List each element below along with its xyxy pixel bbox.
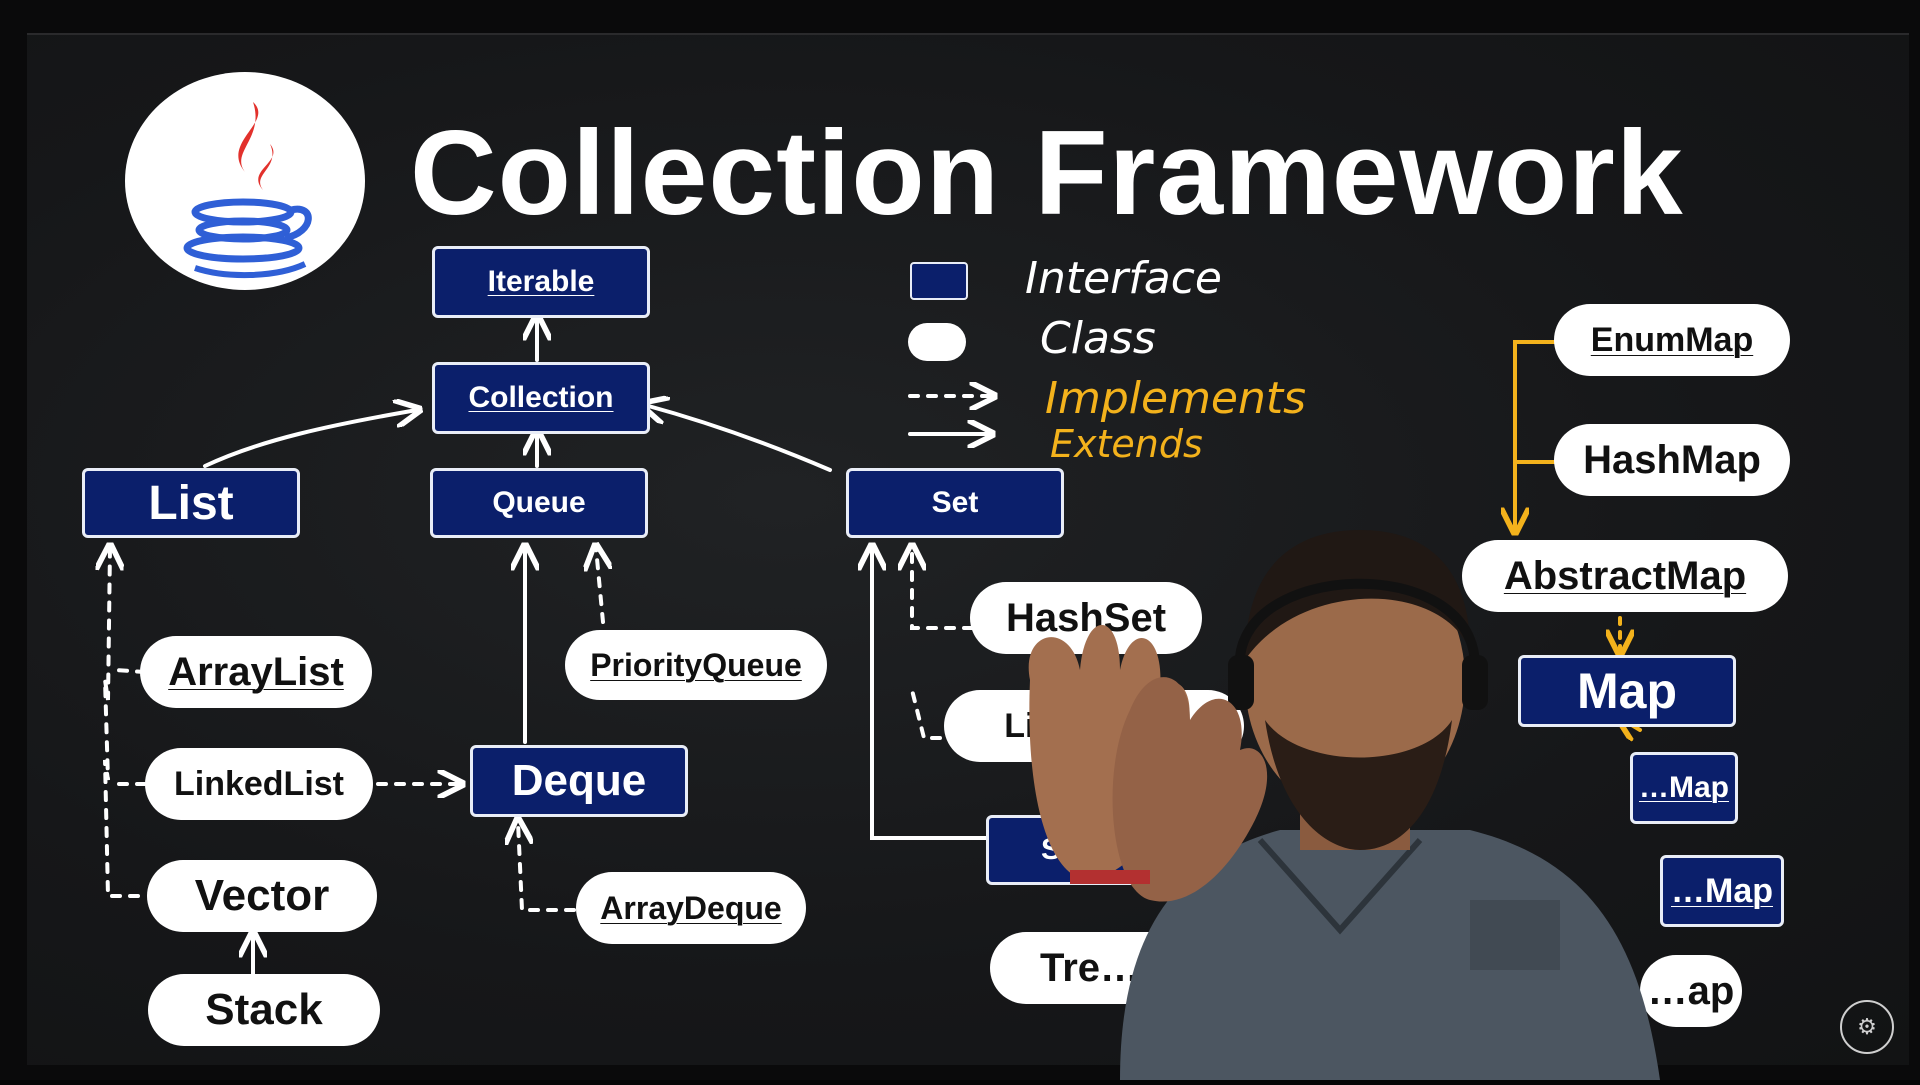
node-arraylist: ArrayList	[140, 636, 372, 708]
node-map: Map	[1518, 655, 1736, 727]
presenter-video-overlay	[1000, 470, 1720, 1080]
node-hashmap: HashMap	[1554, 424, 1790, 496]
edge-enummap-abstractmap	[1515, 340, 1557, 530]
node-list: List	[82, 468, 300, 538]
node-linkedlist: LinkedList	[145, 748, 373, 820]
legend-class-label: Class	[1040, 313, 1156, 364]
legend-extends-label: Extends	[1050, 422, 1203, 466]
node-stack: Stack	[148, 974, 380, 1046]
edge-hashset-set	[912, 548, 974, 630]
edge-set-collection	[645, 405, 832, 472]
node-map-child-3: …ap	[1640, 955, 1742, 1027]
node-priorityqueue: PriorityQueue	[565, 630, 827, 700]
node-map-child-1: …Map	[1630, 752, 1738, 824]
node-vector: Vector	[147, 860, 377, 932]
node-collection: Collection	[432, 362, 650, 434]
legend-interface-swatch	[910, 262, 968, 300]
edge-priorityqueue-queue	[596, 548, 603, 624]
legend-class-swatch	[908, 323, 966, 361]
node-arraydeque: ArrayDeque	[576, 872, 806, 944]
java-logo-icon	[125, 72, 365, 290]
node-set: Set	[846, 468, 1064, 538]
node-map-child-2: …Map	[1660, 855, 1784, 927]
legend-implements-label: Implements	[1045, 373, 1307, 424]
edge-implements-list	[105, 548, 140, 898]
node-enummap: EnumMap	[1554, 304, 1790, 376]
edge-list-collection	[203, 410, 417, 468]
legend-interface-label: Interface	[1025, 253, 1222, 304]
node-abstractmap: AbstractMap	[1462, 540, 1788, 612]
node-iterable: Iterable	[432, 246, 650, 318]
edge-sortedset-set	[872, 548, 992, 840]
edge-arraydeque-deque	[518, 822, 576, 912]
node-queue: Queue	[430, 468, 648, 538]
node-deque: Deque	[470, 745, 688, 817]
edge-linkedhashset-set	[910, 688, 942, 740]
page-title: Collection Framework	[410, 106, 1684, 240]
channel-watermark-icon: ⚙	[1840, 1000, 1894, 1054]
